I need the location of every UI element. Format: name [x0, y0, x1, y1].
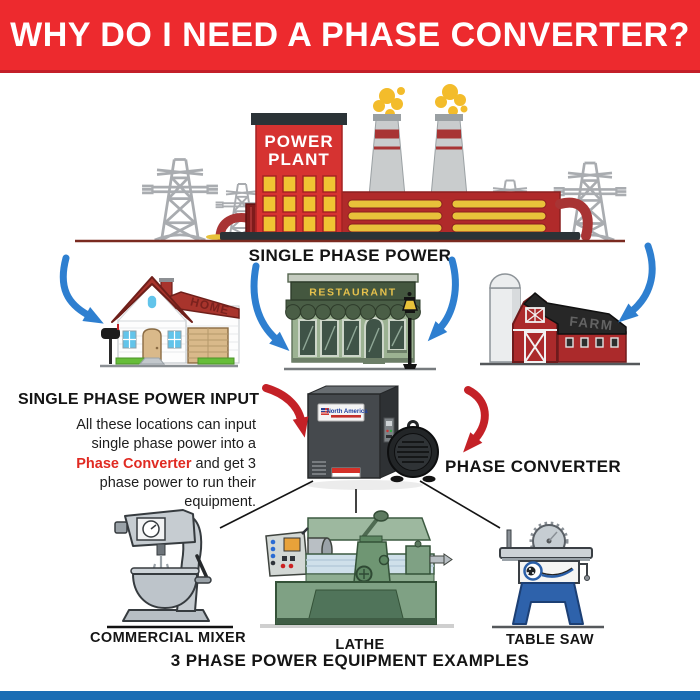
input-body-start: All these locations can input single pha…	[76, 417, 256, 453]
power-plant-illustration: POWER PLANT	[75, 84, 628, 243]
farm-sign: FARM	[569, 314, 615, 334]
red-arrow-right-icon	[463, 386, 489, 453]
crank-handle-icon	[579, 563, 590, 581]
blue-arrow-to-restaurant-right-icon	[427, 256, 459, 342]
saw-emblem-icon	[523, 561, 574, 581]
lathe-label: LATHE	[335, 637, 385, 653]
commercial-mixer-illustration	[107, 509, 233, 629]
input-body: All these locations can input single pha…	[58, 416, 256, 512]
footer-caption: 3 PHASE POWER EQUIPMENT EXAMPLES	[170, 651, 530, 670]
input-text-block: SINGLE PHASE POWER INPUT All these locat…	[18, 391, 260, 512]
phase-converter-caption: PHASE CONVERTER	[445, 457, 622, 476]
page-title: WHY DO I NEED A PHASE CONVERTER?	[10, 15, 690, 54]
generator-hall-icon	[339, 191, 593, 241]
blue-arrow-to-home-icon	[59, 254, 104, 324]
restaurant-illustration: RESTAURANT	[284, 273, 436, 371]
farm-illustration: FARM	[480, 273, 640, 366]
home-door-icon	[142, 328, 162, 364]
phase-converter-illustration: North America	[307, 385, 439, 490]
restaurant-sign: RESTAURANT	[309, 287, 397, 299]
awning-icon	[285, 299, 421, 320]
lathe-carriage-icon	[353, 535, 391, 583]
motor-icon	[387, 420, 439, 483]
barn-door-icon	[524, 331, 546, 363]
lathe-illustration	[260, 510, 454, 628]
lathe-control-panel-icon	[265, 527, 309, 577]
brand-label: North America	[317, 403, 368, 422]
blue-arrow-to-restaurant-left-icon	[250, 262, 290, 351]
table-saw-illustration	[492, 521, 604, 629]
home-illustration: HOME	[100, 276, 240, 368]
smoke-icon	[373, 84, 468, 119]
input-heading: SINGLE PHASE POWER INPUT	[18, 391, 260, 408]
street-lamp-icon	[401, 292, 419, 369]
tailstock-icon	[405, 540, 453, 575]
title-banner: WHY DO I NEED A PHASE CONVERTER?	[0, 0, 700, 73]
brand-name: North America	[326, 409, 368, 415]
mailbox-icon	[101, 324, 120, 364]
bottom-accent-bar	[0, 691, 700, 700]
commercial-mixer-label: COMMERCIAL MIXER	[90, 630, 246, 646]
power-plant-sign-line2: PLANT	[268, 150, 330, 169]
red-arrow-left-icon	[262, 384, 309, 438]
table-saw-label: TABLE SAW	[506, 632, 594, 648]
mixing-bowl-icon	[130, 567, 212, 610]
power-plant-sign-line1: POWER	[264, 132, 333, 151]
power-plant-building-icon: POWER PLANT	[251, 113, 347, 235]
single-phase-power-caption: SINGLE PHASE POWER	[248, 246, 452, 265]
phase-converter-highlight: Phase Converter	[76, 455, 192, 472]
